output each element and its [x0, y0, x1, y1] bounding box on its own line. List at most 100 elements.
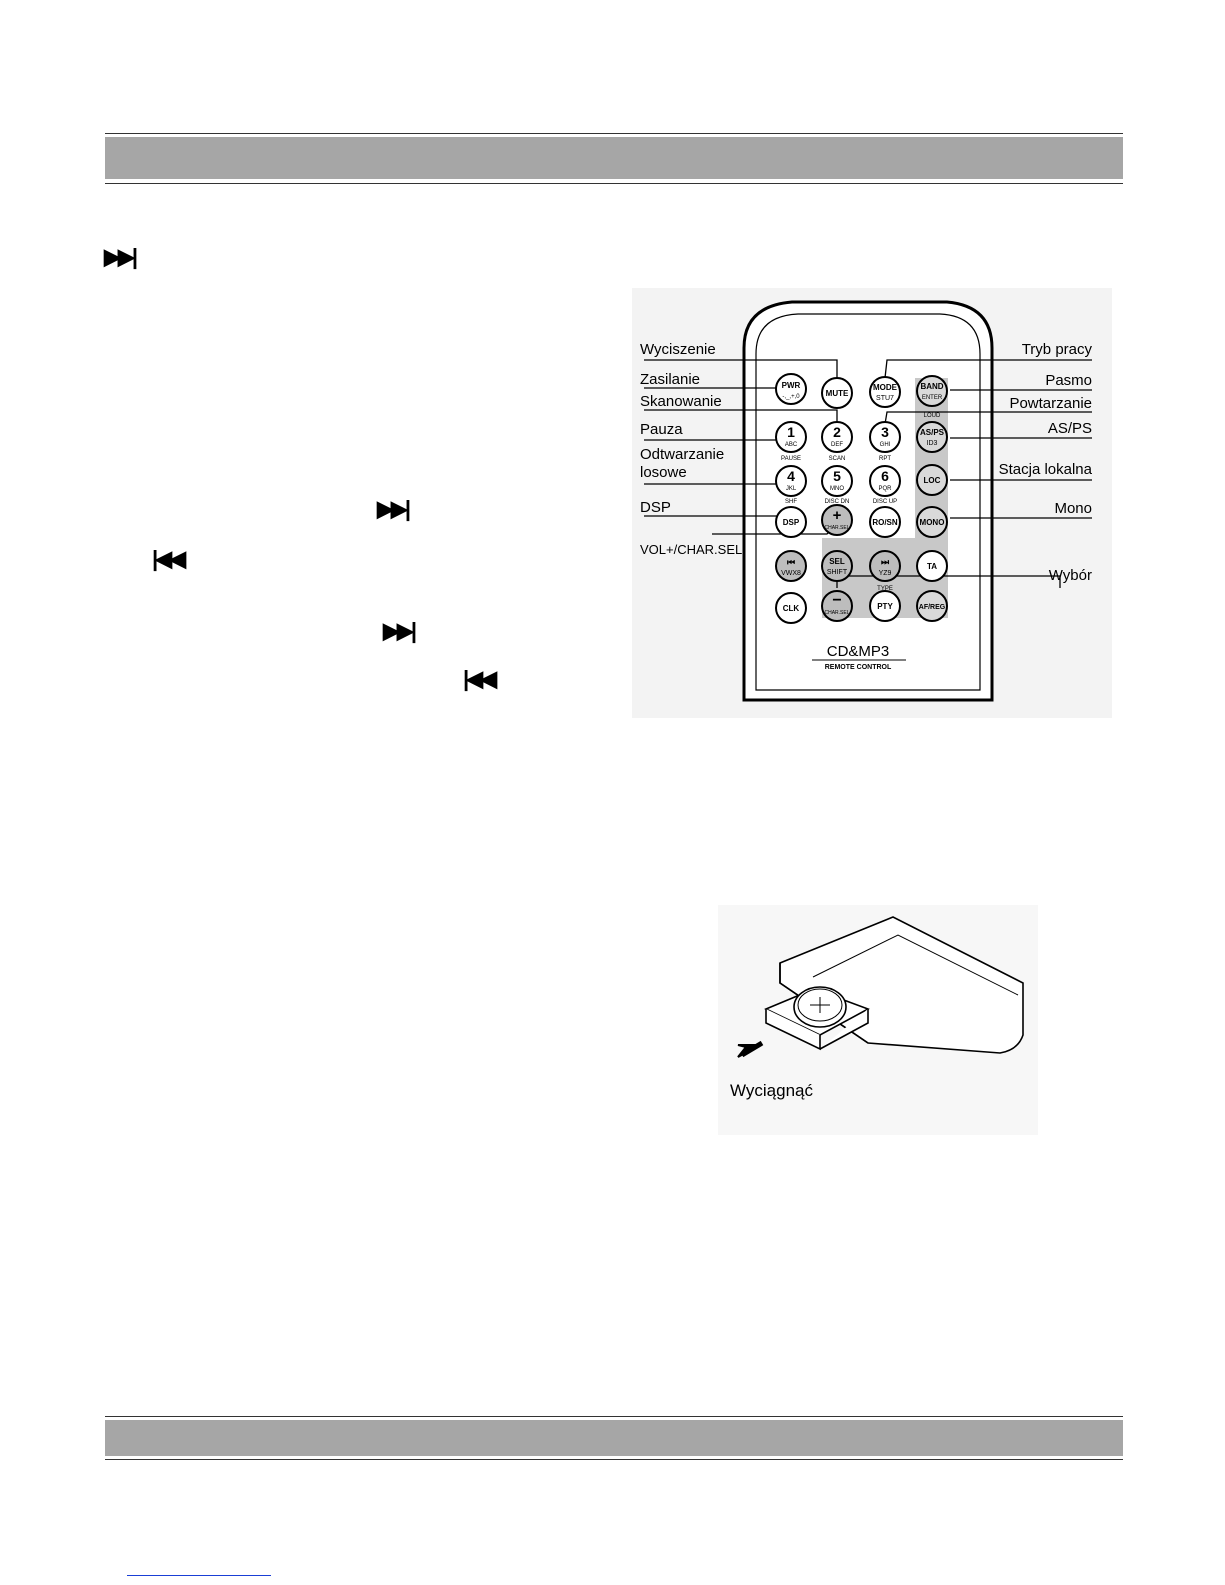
- footer-band: [105, 1416, 1123, 1461]
- callout-vol: VOL+/CHAR.SEL: [640, 542, 742, 557]
- svg-text:DEF: DEF: [831, 442, 843, 448]
- dsp-button[interactable]: DSP: [775, 506, 807, 538]
- header-band: [105, 133, 1123, 185]
- prev-track-icon: |◀◀: [152, 546, 186, 571]
- vol-plus-button[interactable]: + CHAR.SEL: [821, 504, 853, 536]
- button-4[interactable]: 4 JKL: [775, 465, 807, 497]
- scan-label: SCAN: [829, 456, 846, 462]
- svg-text:DSP: DSP: [783, 518, 800, 527]
- callout-scan: Skanowanie: [640, 393, 722, 410]
- callout-pause: Pauza: [640, 421, 683, 438]
- remote-control-figure: Wyciszenie Zasilanie Skanowanie Pauza Od…: [632, 288, 1112, 718]
- next-track-icon: ▶▶|: [377, 496, 411, 521]
- svg-text:ENTER: ENTER: [922, 395, 943, 401]
- svg-text:MODE: MODE: [873, 383, 898, 392]
- remote-body: [742, 300, 994, 702]
- callout-band: Pasmo: [1045, 372, 1092, 389]
- svg-text:SHIFT: SHIFT: [827, 569, 848, 576]
- svg-text:ID3: ID3: [927, 440, 938, 447]
- svg-text:BAND: BAND: [920, 382, 943, 391]
- next-track-icon: ⏭: [881, 557, 890, 567]
- ta-button[interactable]: TA: [916, 550, 948, 582]
- svg-text:STU7: STU7: [876, 395, 894, 402]
- type-label: TYPE: [877, 586, 893, 592]
- svg-text:1: 1: [787, 424, 795, 440]
- svg-text:2: 2: [833, 424, 841, 440]
- button-1[interactable]: 1 ABC: [775, 421, 807, 453]
- callout-loc: Stacja lokalna: [999, 461, 1093, 478]
- loc-button[interactable]: LOC: [916, 464, 948, 496]
- next-track-icon: ▶▶|: [104, 244, 138, 269]
- loud-label: LOUD: [924, 413, 941, 419]
- battery-figure: Wyciągnąć: [718, 905, 1038, 1135]
- asps-button[interactable]: AS/PS ID3: [916, 421, 948, 453]
- callout-mode: Tryb pracy: [1022, 341, 1093, 358]
- callout-mono: Mono: [1054, 500, 1092, 517]
- svg-text:+: +: [833, 507, 842, 524]
- svg-text:-,_,+,0: -,_,+,0: [782, 394, 800, 400]
- svg-text:CHAR.SEL: CHAR.SEL: [824, 525, 849, 531]
- remote-control-svg: Wyciszenie Zasilanie Skanowanie Pauza Od…: [632, 288, 1112, 718]
- svg-text:VWX8: VWX8: [781, 570, 801, 577]
- svg-text:TA: TA: [927, 562, 937, 571]
- disc-up-label: DISC UP: [873, 499, 897, 505]
- clk-button[interactable]: CLK: [775, 592, 807, 624]
- button-5[interactable]: 5 MNO: [821, 465, 853, 497]
- shf-label: SHF: [785, 499, 797, 505]
- svg-text:MUTE: MUTE: [826, 389, 849, 398]
- pull-out-label: Wyciągnąć: [730, 1081, 813, 1100]
- svg-text:YZ9: YZ9: [879, 570, 892, 577]
- svg-text:MONO: MONO: [920, 518, 945, 527]
- callout-mute: Wyciszenie: [640, 341, 716, 358]
- callout-asps: AS/PS: [1048, 420, 1092, 437]
- pause-label: PAUSE: [781, 456, 801, 462]
- rpt-label: RPT: [879, 456, 891, 462]
- svg-text:−: −: [832, 592, 841, 609]
- afreg-button[interactable]: AF/REG: [916, 590, 948, 622]
- button-2[interactable]: 2 DEF: [821, 421, 853, 453]
- button-3[interactable]: 3 GHI: [869, 421, 901, 453]
- svg-text:CHAR.SEL: CHAR.SEL: [824, 610, 849, 616]
- svg-text:5: 5: [833, 468, 841, 484]
- mono-button[interactable]: MONO: [916, 506, 948, 538]
- mode-button[interactable]: MODE STU7: [869, 376, 901, 408]
- svg-text:CLK: CLK: [783, 604, 800, 613]
- band-button[interactable]: BAND ENTER: [916, 375, 948, 407]
- mute-button[interactable]: MUTE: [821, 377, 853, 409]
- prev-button[interactable]: ⏮ VWX8: [775, 550, 807, 582]
- pwr-button[interactable]: PWR -,_,+,0: [775, 373, 807, 405]
- next-track-icon: ▶▶|: [383, 618, 417, 643]
- sel-button[interactable]: SEL SHIFT: [821, 550, 853, 582]
- callout-random-line2: losowe: [640, 464, 687, 481]
- svg-text:PWR: PWR: [782, 381, 801, 390]
- svg-text:3: 3: [881, 424, 889, 440]
- svg-text:MNO: MNO: [830, 486, 844, 492]
- svg-text:ABC: ABC: [785, 442, 798, 448]
- callout-repeat: Powtarzanie: [1009, 395, 1092, 412]
- prev-track-icon: |◀◀: [463, 666, 497, 691]
- svg-text:4: 4: [787, 468, 795, 484]
- svg-text:LOC: LOC: [924, 476, 941, 485]
- vol-minus-button[interactable]: − CHAR.SEL: [821, 590, 853, 622]
- svg-text:SEL: SEL: [829, 557, 845, 566]
- svg-text:GHI: GHI: [880, 442, 891, 448]
- remote-brand-sub: REMOTE CONTROL: [825, 664, 892, 671]
- button-6[interactable]: 6 PQR: [869, 465, 901, 497]
- remote-brand: CD&MP3: [827, 643, 890, 660]
- battery-svg: Wyciągnąć: [718, 905, 1038, 1135]
- disc-dn-label: DISC DN: [825, 499, 850, 505]
- callout-dsp: DSP: [640, 499, 671, 516]
- svg-text:JKL: JKL: [786, 486, 797, 492]
- callout-random-line1: Odtwarzanie: [640, 446, 724, 463]
- svg-text:6: 6: [881, 468, 889, 484]
- svg-text:AS/PS: AS/PS: [920, 428, 945, 437]
- svg-text:PQR: PQR: [878, 486, 892, 492]
- rosn-button[interactable]: RO/SN: [869, 506, 901, 538]
- pty-button[interactable]: PTY: [869, 590, 901, 622]
- footer-link-underline[interactable]: [127, 1575, 271, 1576]
- svg-text:AF/REG: AF/REG: [919, 604, 946, 611]
- callout-power: Zasilanie: [640, 371, 700, 388]
- svg-text:PTY: PTY: [877, 602, 893, 611]
- prev-track-icon: ⏮: [787, 557, 795, 567]
- next-button[interactable]: ⏭ YZ9: [869, 550, 901, 582]
